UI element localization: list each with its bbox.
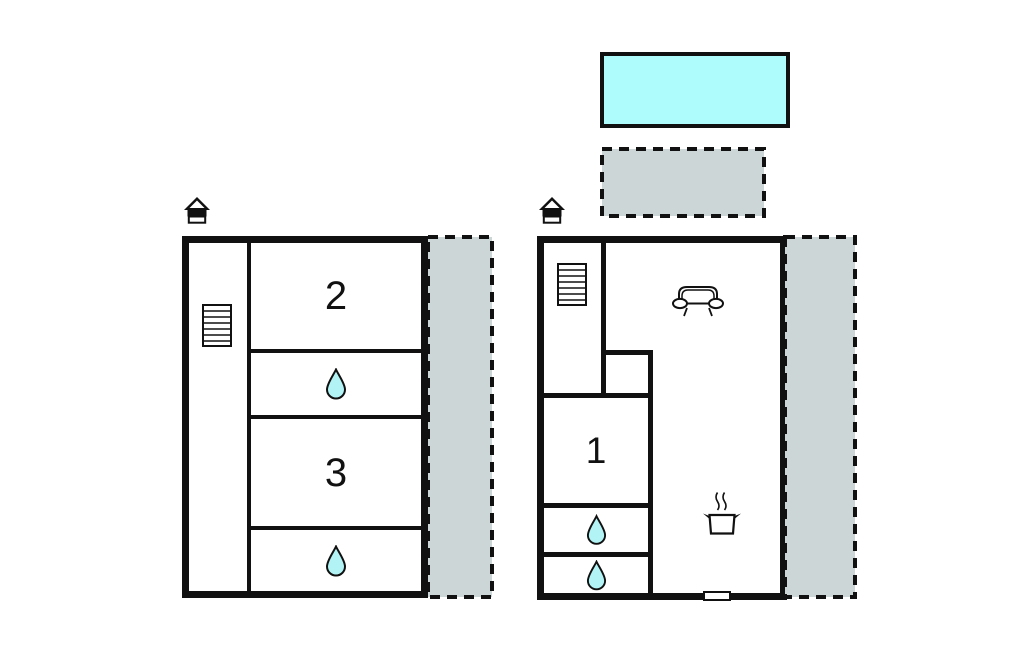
- bathroom-region: [544, 557, 648, 593]
- bathroom-region: [251, 353, 421, 415]
- water-drop-icon: [325, 544, 347, 577]
- floor-plan-right-building: 1: [537, 236, 787, 601]
- room-label: 2: [324, 274, 348, 318]
- interior-wall: [544, 552, 648, 557]
- water-drop-icon: [586, 514, 606, 545]
- room-label: 3: [324, 450, 348, 495]
- interior-wall: [544, 503, 648, 508]
- bedroom-3-region: 3: [251, 419, 421, 526]
- terrace-left-rect: [426, 235, 494, 599]
- stairs-icon: [557, 263, 587, 306]
- home-entrance-icon: [539, 197, 565, 224]
- bathroom-region: [251, 530, 421, 591]
- water-drop-icon: [586, 559, 606, 590]
- bedroom-1-region: 1: [544, 398, 648, 503]
- terrace-right-floor: [783, 235, 857, 599]
- cooking-pot-icon: [703, 492, 741, 535]
- terrace-upper: [600, 147, 766, 218]
- interior-wall: [648, 350, 653, 593]
- sofa-icon: [672, 286, 724, 317]
- interior-wall: [247, 243, 251, 591]
- stairs-icon: [202, 304, 232, 347]
- interior-wall: [251, 526, 421, 530]
- pool-water-rect: [600, 52, 790, 128]
- interior-wall: [601, 350, 653, 355]
- bathroom-region: [544, 508, 648, 552]
- interior-wall: [251, 349, 421, 353]
- room-label: 1: [585, 430, 607, 471]
- interior-wall: [251, 415, 421, 419]
- interior-wall: [601, 243, 606, 398]
- terrace-right-rect: [783, 235, 857, 599]
- floor-plan-left-building: 2 3: [182, 236, 428, 598]
- interior-wall: [544, 393, 653, 398]
- home-entrance-icon: [184, 197, 210, 224]
- terrace-upper-rect: [600, 147, 766, 218]
- bedroom-2-region: 2: [251, 243, 421, 349]
- water-drop-icon: [325, 368, 347, 400]
- swimming-pool: [600, 52, 790, 128]
- terrace-left-floor: [426, 235, 494, 599]
- door-opening: [703, 591, 731, 601]
